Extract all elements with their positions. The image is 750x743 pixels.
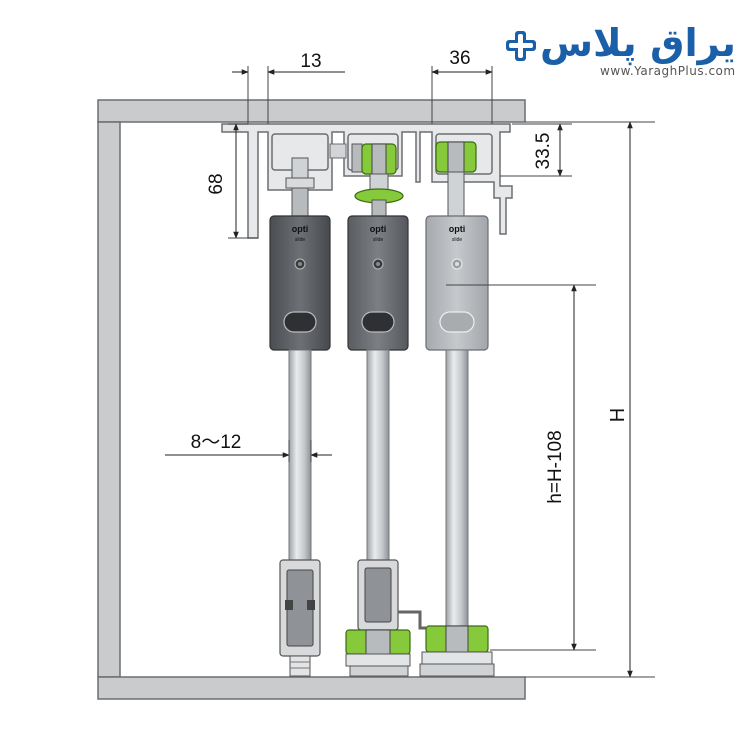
cabinet-frame [97, 99, 526, 700]
dim-label-13: 13 [300, 51, 321, 72]
cabinet-bottom-panel [97, 676, 526, 700]
dimension-door-thickness: 8～12 [165, 432, 332, 462]
dimension-33-5: 33.5 [500, 123, 572, 177]
hanger-assembly-middle: opti slide [345, 143, 426, 677]
dim-label-h: h=H-108 [545, 430, 566, 503]
logo-url: www.YaraghPlus.com [600, 64, 736, 78]
yaraghplus-logo: یراق پلاس www.YaraghPlus.com [506, 21, 736, 78]
dim-label-68: 68 [206, 173, 227, 194]
dim-label-door-thickness: 8～12 [191, 432, 242, 453]
door-rod-left [288, 349, 312, 561]
dimension-36: 36 [431, 48, 493, 124]
dimension-total-h: H [525, 121, 655, 678]
plus-icon [506, 31, 536, 61]
dimension-h: h=H-108 [446, 284, 596, 651]
brand-label-right: opti [449, 224, 466, 234]
hanger-assembly-left: opti slide [269, 157, 331, 677]
dim-label-total-h: H [607, 408, 629, 422]
cabinet-top-panel [97, 99, 526, 123]
logo-brand-fa: یراق پلاس [540, 21, 736, 65]
dimension-68: 68 [206, 123, 258, 239]
cabinet-side-panel [97, 121, 121, 678]
brand-label-left: opti [292, 224, 309, 234]
dim-label-36: 36 [449, 48, 470, 69]
hanger-assembly-right: opti slide [419, 141, 495, 677]
dimension-13: 13 [232, 51, 345, 124]
dim-label-33-5: 33.5 [533, 133, 554, 170]
door-rod-middle [366, 349, 390, 561]
brand-sub-middle: slide [373, 237, 384, 243]
brand-label-middle: opti [370, 224, 387, 234]
brand-sub-left: slide [295, 237, 306, 243]
door-rod-right [445, 349, 469, 627]
brand-sub-right: slide [452, 237, 463, 243]
